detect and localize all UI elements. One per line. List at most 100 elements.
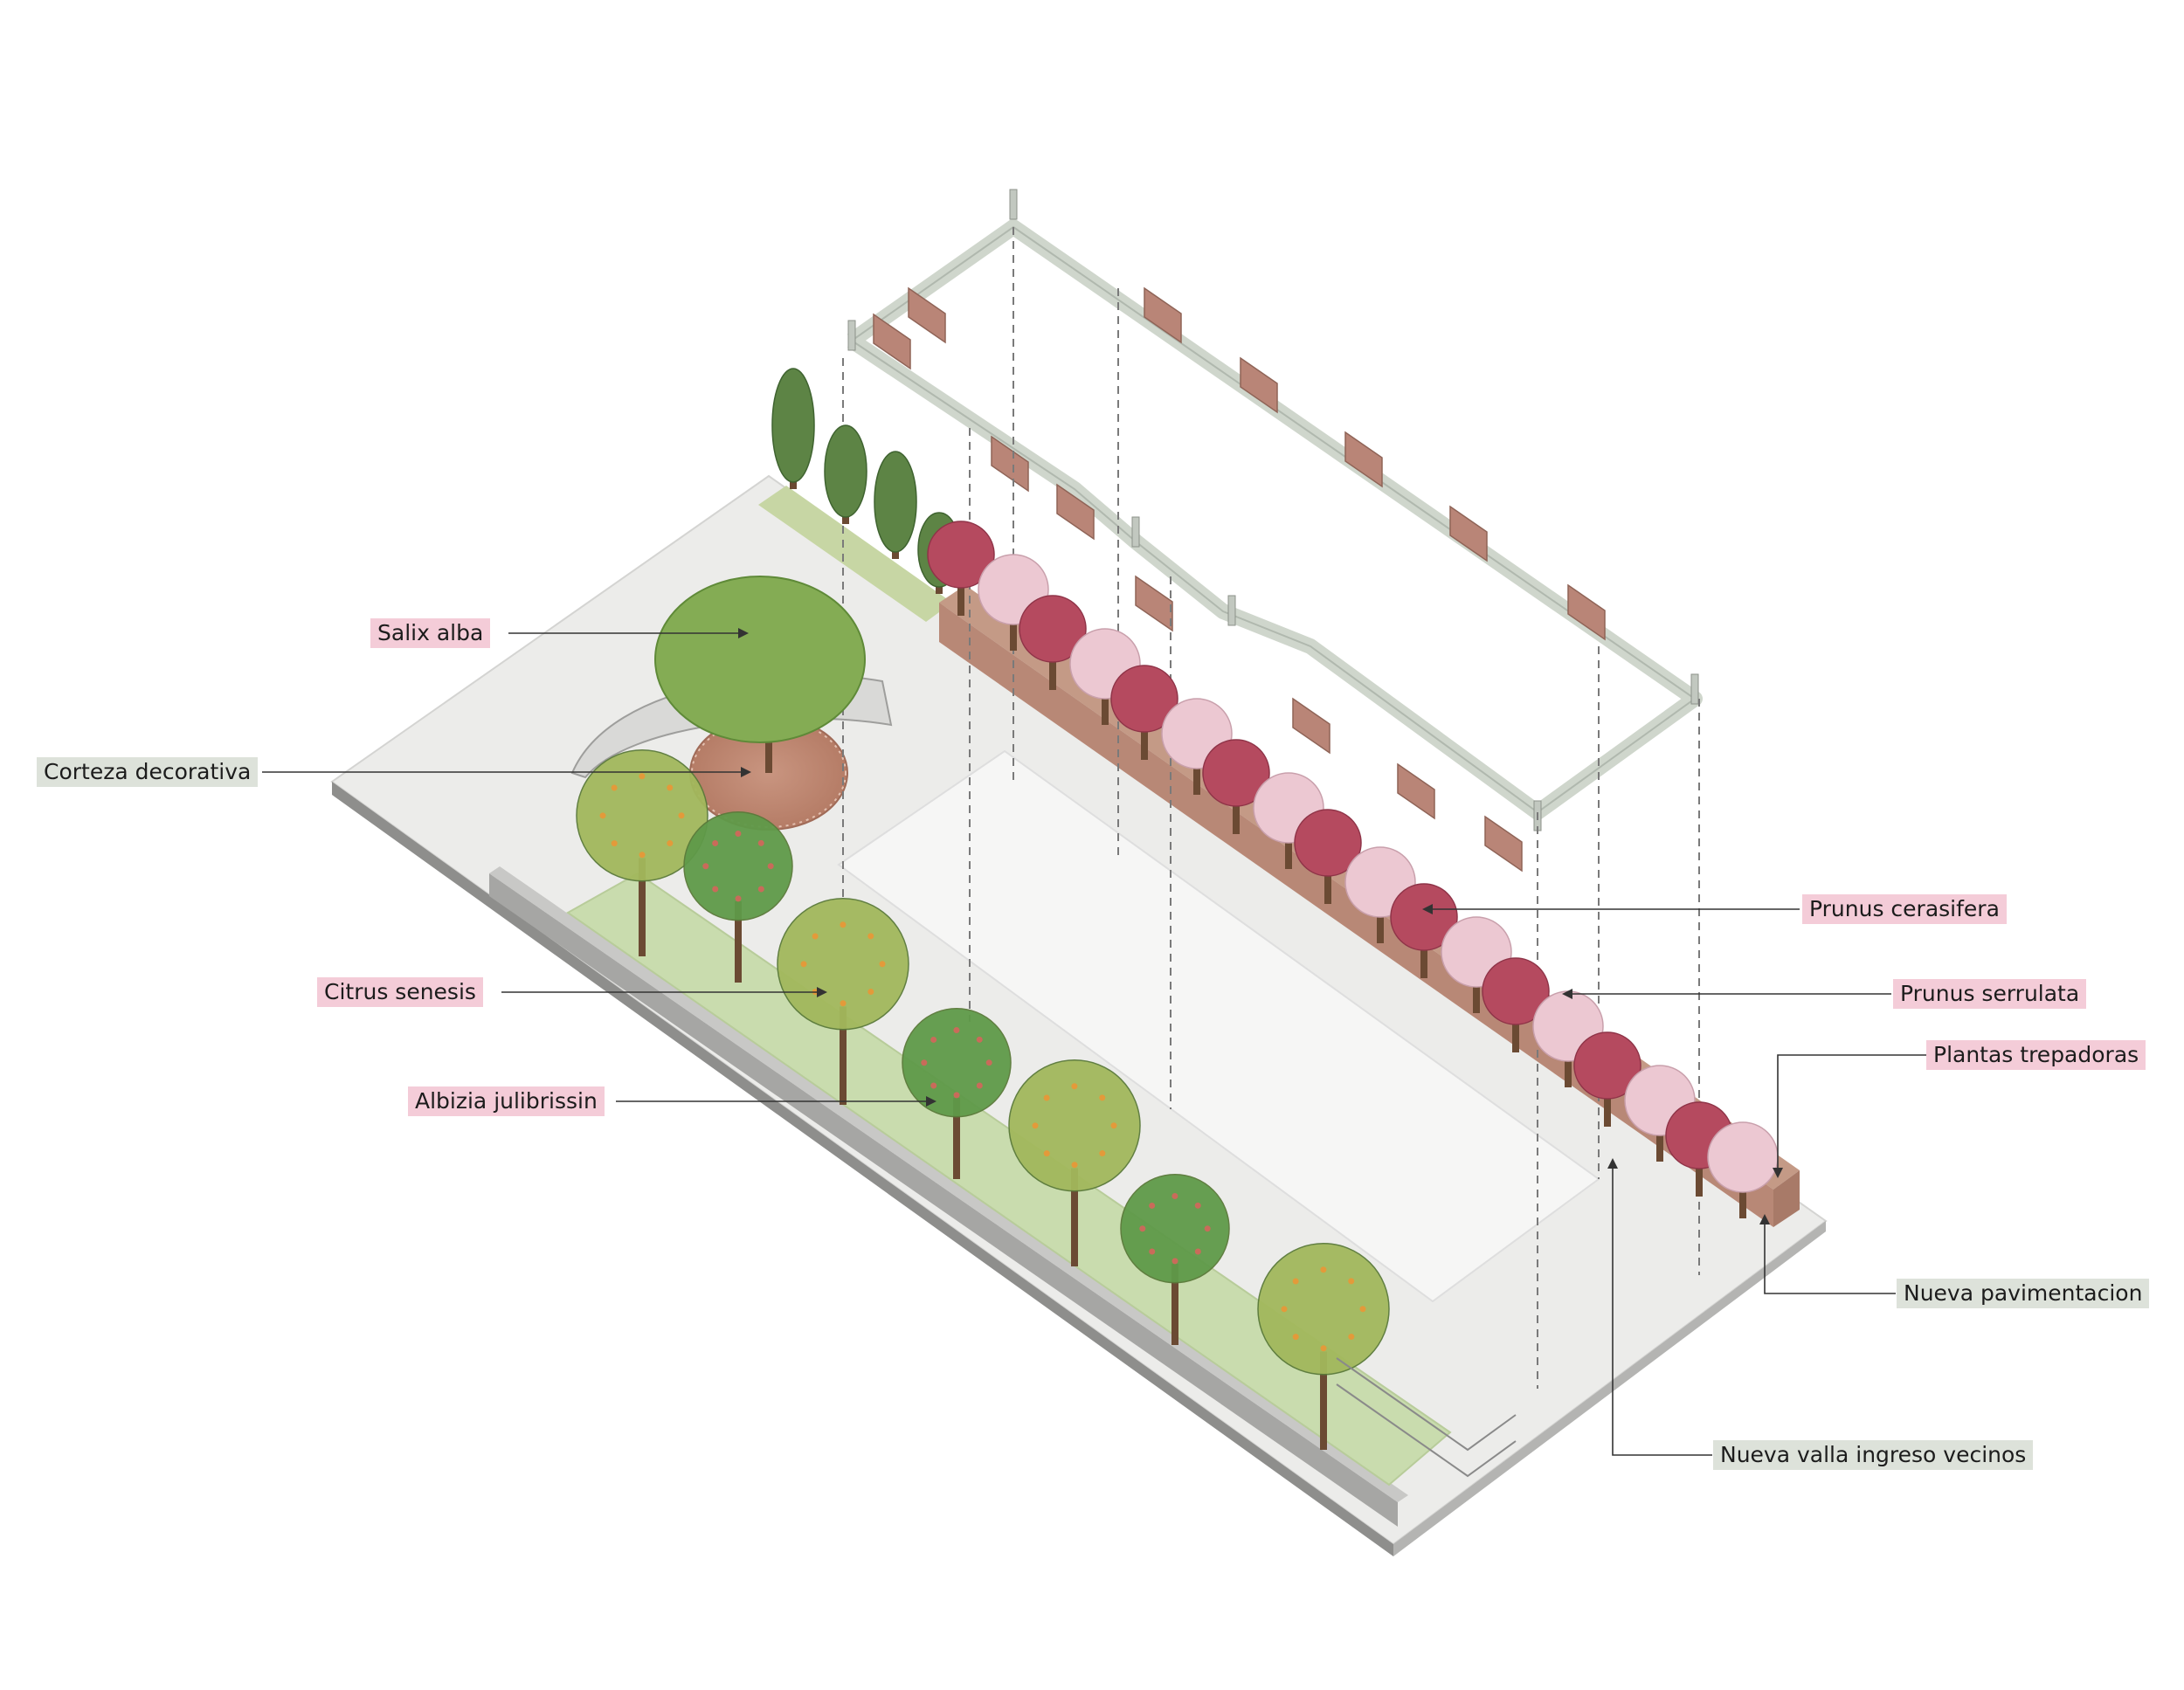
leader-arrowheads <box>738 628 1783 1224</box>
fruit-dot <box>976 1036 983 1043</box>
citrus-senesis-tree <box>777 898 909 1031</box>
fruit-dot <box>976 1082 983 1089</box>
arrowhead-salix <box>738 628 749 638</box>
fruit-dot <box>735 895 742 902</box>
fruit-dot <box>639 852 646 859</box>
slab-front-face <box>1393 1221 1826 1556</box>
tree-trunk <box>1285 836 1292 869</box>
fruit-dot <box>1032 1122 1039 1129</box>
tree-trunk <box>957 583 964 616</box>
fruit-dot <box>611 784 618 791</box>
prunus-cerasifera-tree <box>1482 957 1550 1025</box>
brick-panel <box>908 286 946 344</box>
fruit-dot <box>599 812 606 819</box>
tree-trunk <box>1233 801 1240 834</box>
citrus-senesis-tree <box>576 749 708 882</box>
cypress-tree <box>824 424 867 518</box>
tree-trunk <box>1324 871 1331 904</box>
tree-trunk <box>1049 657 1056 690</box>
fruit-dot <box>1099 1094 1106 1101</box>
prunus-cerasifera-tree <box>1573 1031 1641 1100</box>
tree-trunk <box>1420 945 1427 978</box>
entrance-fence <box>1336 1357 1517 1478</box>
planter-side <box>1773 1170 1800 1227</box>
fence-rail-bottom <box>1336 1383 1517 1478</box>
leader-plantas-trepadoras <box>1777 1054 1935 1168</box>
cypress-tree <box>874 451 917 553</box>
fruit-dot <box>757 886 764 893</box>
label-prunus-cerasifera: Prunus cerasifera <box>1802 894 2007 924</box>
wall-post <box>1690 673 1699 705</box>
tree-trunk <box>1171 1264 1178 1345</box>
tree-trunk <box>1656 1128 1663 1162</box>
fruit-dot <box>757 839 764 846</box>
fence-rail-top <box>1336 1357 1517 1452</box>
citrus-senesis-tree <box>1008 1059 1141 1192</box>
brick-panel <box>873 313 911 370</box>
arrowhead-cerasifera <box>1422 904 1433 914</box>
fruit-dot <box>1139 1225 1146 1232</box>
albizia-julibrissin-tree <box>902 1007 1012 1118</box>
label-citrus-senesis: Citrus senesis <box>317 977 483 1007</box>
brick-panel <box>1344 431 1383 488</box>
tree-trunk <box>1320 1351 1327 1450</box>
tree-trunk <box>1696 1163 1703 1197</box>
arrowhead-valla <box>1607 1158 1618 1169</box>
wall-post <box>1131 516 1140 548</box>
leader-nueva-pavimentacion <box>1764 1224 1896 1294</box>
fruit-dot <box>1204 1225 1211 1232</box>
wall-post <box>1227 595 1236 626</box>
fruit-dot <box>735 831 742 838</box>
prunus-cerasifera-tree <box>927 521 995 589</box>
fruit-dot <box>1194 1248 1201 1255</box>
fruit-dot <box>667 840 674 847</box>
arrowhead-albizia <box>926 1096 936 1107</box>
trees <box>576 368 1779 1450</box>
prunus-cerasifera-tree <box>1390 883 1458 951</box>
fruit-dot <box>1292 1278 1299 1285</box>
tree-trunk <box>1377 910 1384 943</box>
fruit-dot <box>1281 1306 1288 1313</box>
fruit-dot <box>1292 1334 1299 1341</box>
prunus-cerasifera-tree <box>1110 665 1178 733</box>
tree-trunk <box>1604 1093 1611 1127</box>
tree-trunk <box>953 1098 960 1179</box>
brick-panel <box>1056 483 1095 541</box>
brick-panel <box>1484 815 1523 873</box>
prunus-cerasifera-tree <box>1019 595 1087 663</box>
label-plantas-trepadoras: Plantas trepadoras <box>1926 1040 2146 1070</box>
fruit-dot <box>953 1092 960 1099</box>
tree-trunk <box>1565 1054 1572 1087</box>
fruit-dot <box>1359 1306 1366 1313</box>
fruit-dot <box>867 989 874 996</box>
fruit-dot <box>1320 1345 1327 1352</box>
fruit-dot <box>1071 1162 1078 1169</box>
leader-nueva-valla <box>1612 1169 1712 1456</box>
fruit-dot <box>879 961 886 968</box>
fruit-dot <box>1099 1150 1106 1157</box>
fruit-dot <box>840 921 847 928</box>
brick-panels <box>873 286 1606 873</box>
fruit-dot <box>1149 1248 1156 1255</box>
lawn-area <box>566 872 1452 1487</box>
wall-post <box>847 320 856 351</box>
fruit-dot <box>639 773 646 780</box>
fruit-dot <box>812 933 819 940</box>
tree-trunk <box>735 901 742 983</box>
arrowhead-trepadoras <box>1773 1168 1783 1178</box>
brick-panel <box>1292 697 1330 755</box>
fruit-dot <box>1348 1278 1355 1285</box>
fruit-dot <box>1171 1258 1178 1265</box>
arrowhead-pavimentacion <box>1759 1214 1770 1224</box>
tree-trunk <box>1739 1185 1746 1218</box>
brick-panel <box>991 435 1029 493</box>
fruit-dot <box>678 812 685 819</box>
brick-panel <box>1449 505 1488 562</box>
brick-panel <box>1567 583 1606 641</box>
fruit-dot <box>985 1059 992 1066</box>
salix-alba-tree <box>654 576 866 743</box>
brick-panel <box>1135 575 1173 632</box>
brick-panel <box>1397 762 1435 820</box>
label-salix-alba: Salix alba <box>370 618 491 648</box>
